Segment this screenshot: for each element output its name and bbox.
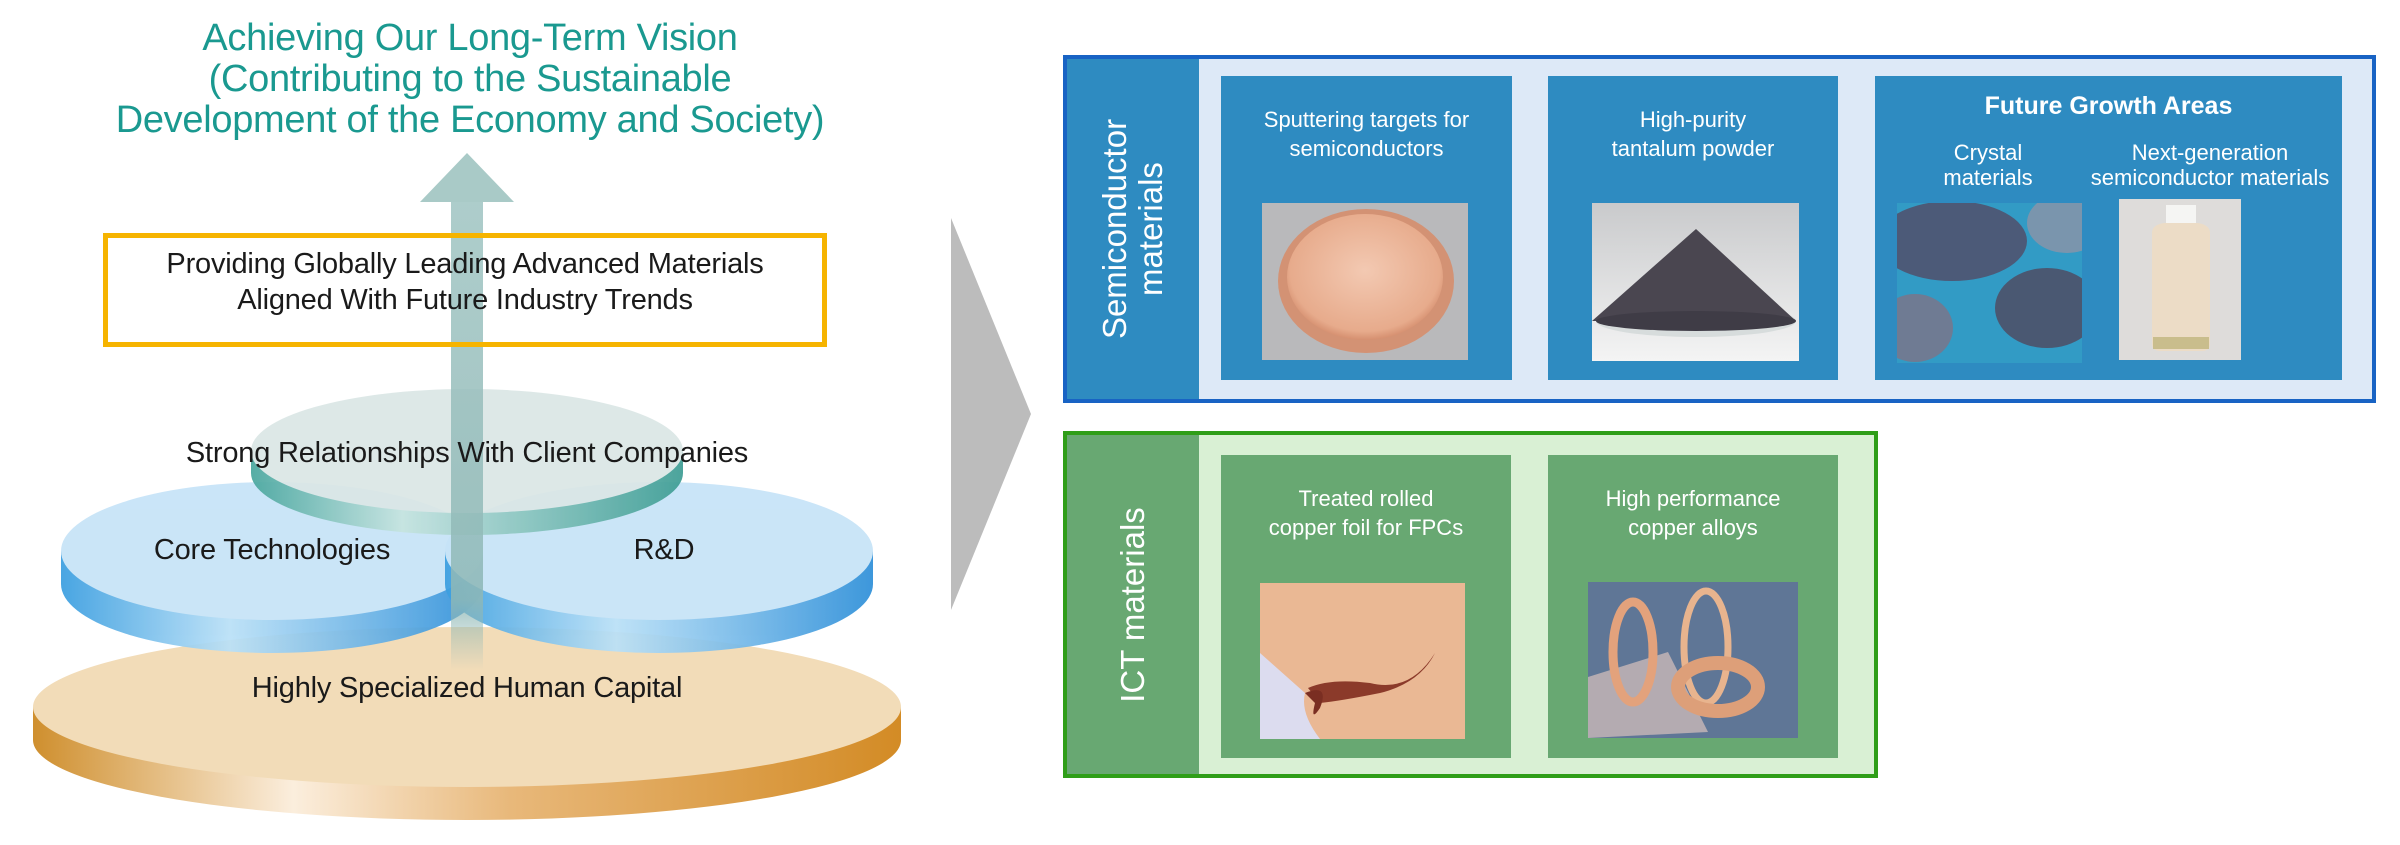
sub-title-crystal-materials: Crystal materials bbox=[1943, 140, 2032, 190]
sub-title-line: Crystal bbox=[1953, 140, 2023, 165]
card-title: Sputtering targets for semiconductors bbox=[1221, 105, 1512, 163]
mission-line: Providing Globally Leading Advanced Mate… bbox=[166, 248, 764, 280]
card-title-line: High performance bbox=[1605, 486, 1781, 511]
right-disk-label: R&D bbox=[633, 534, 695, 566]
mission-line: Aligned With Future Industry Trends bbox=[237, 284, 693, 316]
card-title: High-purity tantalum powder bbox=[1548, 105, 1838, 163]
group-label: ICT materials bbox=[1114, 506, 1151, 703]
mission-text: Providing Globally Leading Advanced Mate… bbox=[103, 246, 827, 318]
foundation-diagram bbox=[33, 153, 901, 820]
sub-title-line: Next-generation bbox=[2131, 140, 2289, 165]
sub-title-line: semiconductor materials bbox=[2090, 165, 2330, 190]
base-disk-label: Highly Specialized Human Capital bbox=[251, 672, 683, 704]
photo-copper-alloy-rings bbox=[1588, 582, 1798, 738]
product-card-sputtering-targets: Sputtering targets for semiconductors bbox=[1221, 76, 1512, 380]
group-label-line: Semiconductor bbox=[1096, 118, 1133, 340]
group-label: Semiconductor materials bbox=[1096, 118, 1169, 340]
card-title: High performance copper alloys bbox=[1548, 484, 1838, 542]
photo-tantalum-powder bbox=[1592, 203, 1799, 361]
card-title-line: copper alloys bbox=[1628, 515, 1758, 540]
product-card-rolled-copper-foil: Treated rolled copper foil for FPCs bbox=[1221, 455, 1511, 758]
product-card-tantalum-powder: High-purity tantalum powder bbox=[1548, 76, 1838, 380]
upward-arrow-icon bbox=[420, 153, 514, 670]
product-card-copper-alloys: High performance copper alloys bbox=[1548, 455, 1838, 758]
chevron-right-icon bbox=[951, 218, 1031, 610]
vision-title: Achieving Our Long-Term Vision (Contribu… bbox=[40, 18, 900, 141]
card-title-line: Sputtering targets for bbox=[1263, 107, 1470, 132]
group-label-line: ICT materials bbox=[1114, 506, 1151, 703]
photo-crystal-wafers bbox=[1897, 203, 2082, 363]
future-growth-areas-card: Future Growth Areas Crystal materials Ne… bbox=[1875, 76, 2342, 380]
card-title-line: High-purity bbox=[1639, 107, 1747, 132]
card-title-line: tantalum powder bbox=[1611, 136, 1775, 161]
base-disk bbox=[33, 627, 901, 820]
top-disk-label: Strong Relationships With Client Compani… bbox=[185, 437, 749, 469]
photo-liquid-bottle bbox=[2119, 199, 2241, 360]
mission-box bbox=[103, 233, 827, 347]
sub-title-line: materials bbox=[1943, 165, 2033, 190]
group-label-column: ICT materials bbox=[1067, 435, 1199, 774]
future-growth-heading: Future Growth Areas bbox=[1984, 92, 2233, 120]
vision-line: (Contributing to the Sustainable bbox=[208, 58, 732, 100]
card-title-line: semiconductors bbox=[1289, 136, 1444, 161]
left-disk-label: Core Technologies bbox=[153, 534, 391, 566]
vision-line: Development of the Economy and Society) bbox=[115, 99, 825, 141]
sub-title-next-gen-materials: Next-generation semiconductor materials bbox=[2091, 140, 2329, 190]
vision-line: Achieving Our Long-Term Vision bbox=[202, 17, 738, 59]
photo-rolled-copper-foil bbox=[1260, 583, 1465, 739]
card-title-line: copper foil for FPCs bbox=[1268, 515, 1464, 540]
group-label-column: Semiconductor materials bbox=[1067, 59, 1199, 399]
card-title: Treated rolled copper foil for FPCs bbox=[1221, 484, 1511, 542]
photo-sputtering-target bbox=[1262, 203, 1468, 360]
group-label-line: materials bbox=[1132, 162, 1169, 296]
card-title-line: Treated rolled bbox=[1298, 486, 1434, 511]
